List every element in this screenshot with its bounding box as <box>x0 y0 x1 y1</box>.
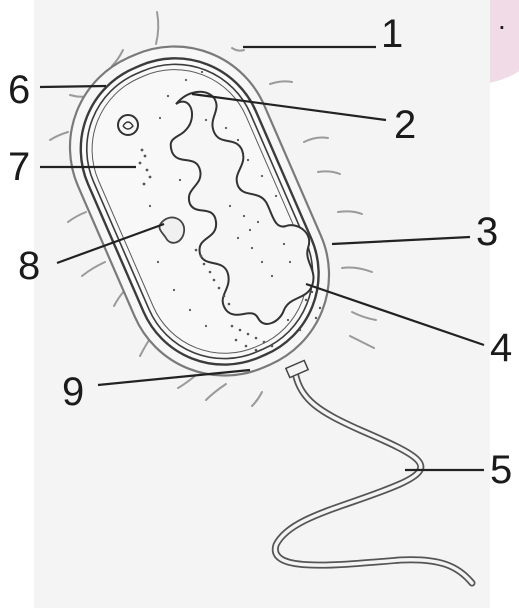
callout-label-3: 3 <box>476 212 498 252</box>
leader-line-6 <box>40 86 106 87</box>
callout-label-8: 8 <box>18 246 40 286</box>
corner-mark: . <box>498 0 506 40</box>
callout-label-5: 5 <box>490 450 512 490</box>
callout-label-4: 4 <box>490 328 512 368</box>
callout-label-9: 9 <box>62 372 84 412</box>
callout-label-2: 2 <box>394 105 416 145</box>
callout-label-1: 1 <box>381 14 403 54</box>
callout-label-6: 6 <box>8 70 30 110</box>
callout-label-7: 7 <box>8 147 30 187</box>
